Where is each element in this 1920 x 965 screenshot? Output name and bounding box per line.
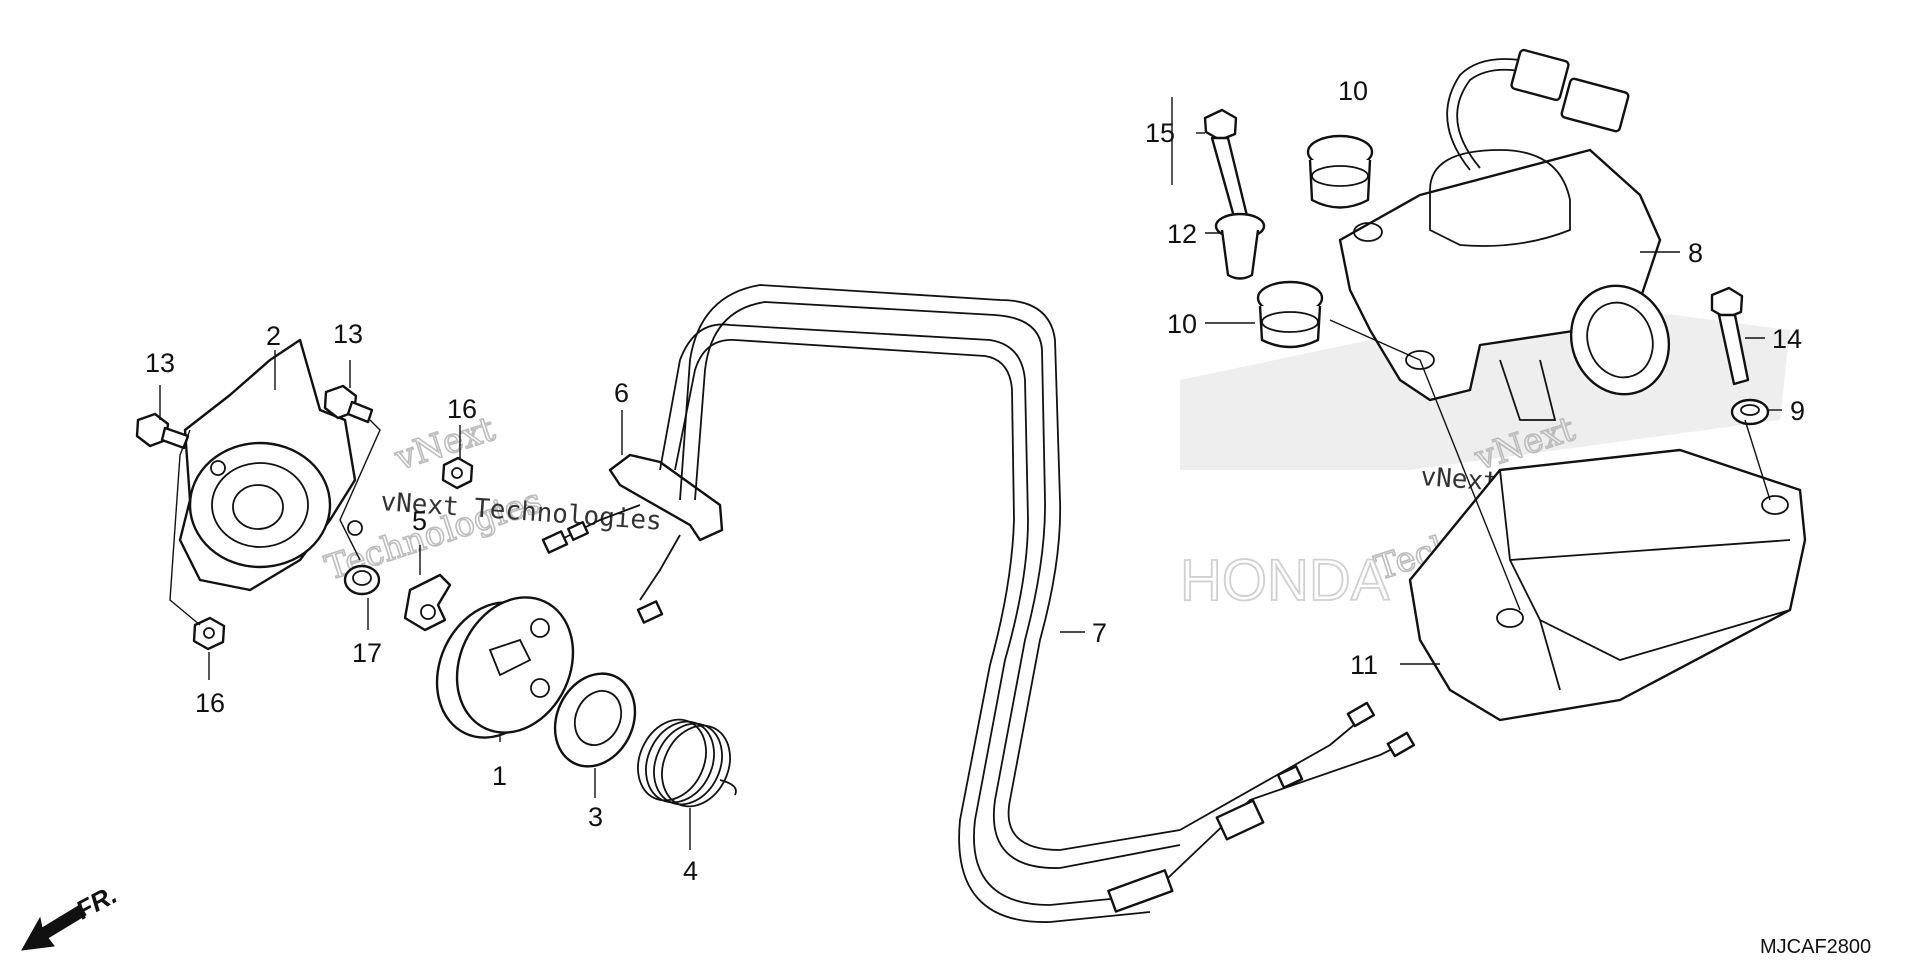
front-direction-indicator: FR. — [21, 879, 122, 951]
callout-8: 8 — [1688, 238, 1703, 268]
part-16-nut-bottom — [192, 616, 226, 651]
callout-9: 9 — [1790, 396, 1805, 426]
callout-3: 3 — [588, 802, 603, 832]
callout-10-bottom: 10 — [1167, 309, 1197, 339]
part-5-clip — [403, 573, 452, 632]
part-2-cover-plate — [178, 338, 363, 592]
callout-16-bottom: 16 — [195, 688, 225, 718]
part-10-grommet-bottom — [1256, 280, 1324, 349]
callout-7: 7 — [1092, 618, 1107, 648]
part-11-cover — [1408, 448, 1807, 722]
front-arrow-icon — [21, 904, 87, 951]
part-3-drum — [553, 672, 637, 768]
callouts: 1 2 3 4 5 6 7 8 9 10 10 11 12 13 13 14 1… — [145, 76, 1805, 886]
part-1-pulley — [435, 596, 575, 739]
part-16-nut-top — [441, 456, 474, 490]
part-12-collar — [1214, 212, 1266, 280]
callout-12: 12 — [1167, 219, 1197, 249]
diagram-code: MJCAF2800 — [1760, 936, 1871, 958]
watermark-left: vNext Technologies vNext Technologies — [320, 408, 663, 589]
part-9-collar — [1730, 398, 1770, 426]
part-10-grommet-top — [1306, 134, 1374, 209]
part-17-collar — [343, 564, 381, 596]
part-13-bolt-right — [323, 384, 374, 424]
callout-10-top: 10 — [1338, 76, 1368, 106]
callout-15: 15 — [1145, 118, 1175, 148]
callout-1: 1 — [492, 761, 507, 791]
part-14-bolt — [1710, 286, 1750, 386]
part-4-spring — [637, 718, 737, 808]
callout-17: 17 — [352, 638, 382, 668]
callout-4: 4 — [683, 856, 698, 886]
callout-11: 11 — [1350, 650, 1378, 680]
callout-6: 6 — [614, 378, 629, 408]
callout-16-top: 16 — [447, 394, 477, 424]
callout-13-left: 13 — [145, 348, 175, 378]
callout-5: 5 — [412, 506, 427, 536]
part-13-bolt-left — [135, 412, 190, 450]
part-15-bolt — [1203, 108, 1250, 226]
brand-watermark-text: HONDA — [1180, 548, 1390, 613]
callout-14: 14 — [1772, 324, 1802, 354]
callout-13-right: 13 — [333, 319, 363, 349]
part-8-actuator — [1338, 48, 1671, 421]
part-6-cable-bracket — [541, 453, 724, 624]
part-7-cables — [659, 284, 1416, 923]
leader-lines — [159, 97, 1782, 850]
callout-2: 2 — [266, 321, 281, 351]
